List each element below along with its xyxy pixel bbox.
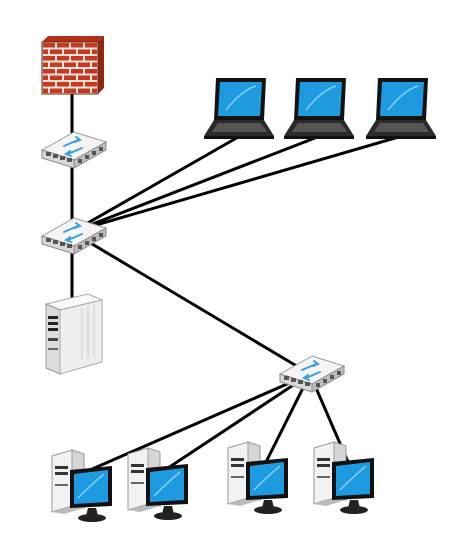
workstation-3-desktop-computer-icon: [227, 441, 289, 515]
server-server-tower-icon: [45, 293, 103, 375]
workstation-1-desktop-computer-icon: [51, 449, 113, 523]
link-switch-access-to-workstation-1: [88, 372, 312, 472]
link-switch-core-to-laptop-3: [70, 134, 404, 234]
link-switch-access-to-workstation-2: [166, 372, 312, 470]
switch-top-switch-icon: [41, 131, 107, 169]
link-switch-core-to-laptop-2: [70, 134, 322, 234]
link-switch-core-to-switch-access: [70, 230, 312, 376]
laptop-1-laptop-icon: [203, 77, 275, 140]
laptop-2-laptop-icon: [283, 77, 355, 140]
laptop-3-laptop-icon: [365, 77, 437, 140]
link-switch-core-to-laptop-1: [70, 134, 242, 234]
links-layer: [70, 90, 404, 472]
firewall-firewall-icon: [41, 36, 104, 95]
workstation-2-desktop-computer-icon: [127, 447, 189, 521]
nodes-layer: [41, 36, 437, 523]
workstation-4-desktop-computer-icon: [313, 441, 375, 515]
